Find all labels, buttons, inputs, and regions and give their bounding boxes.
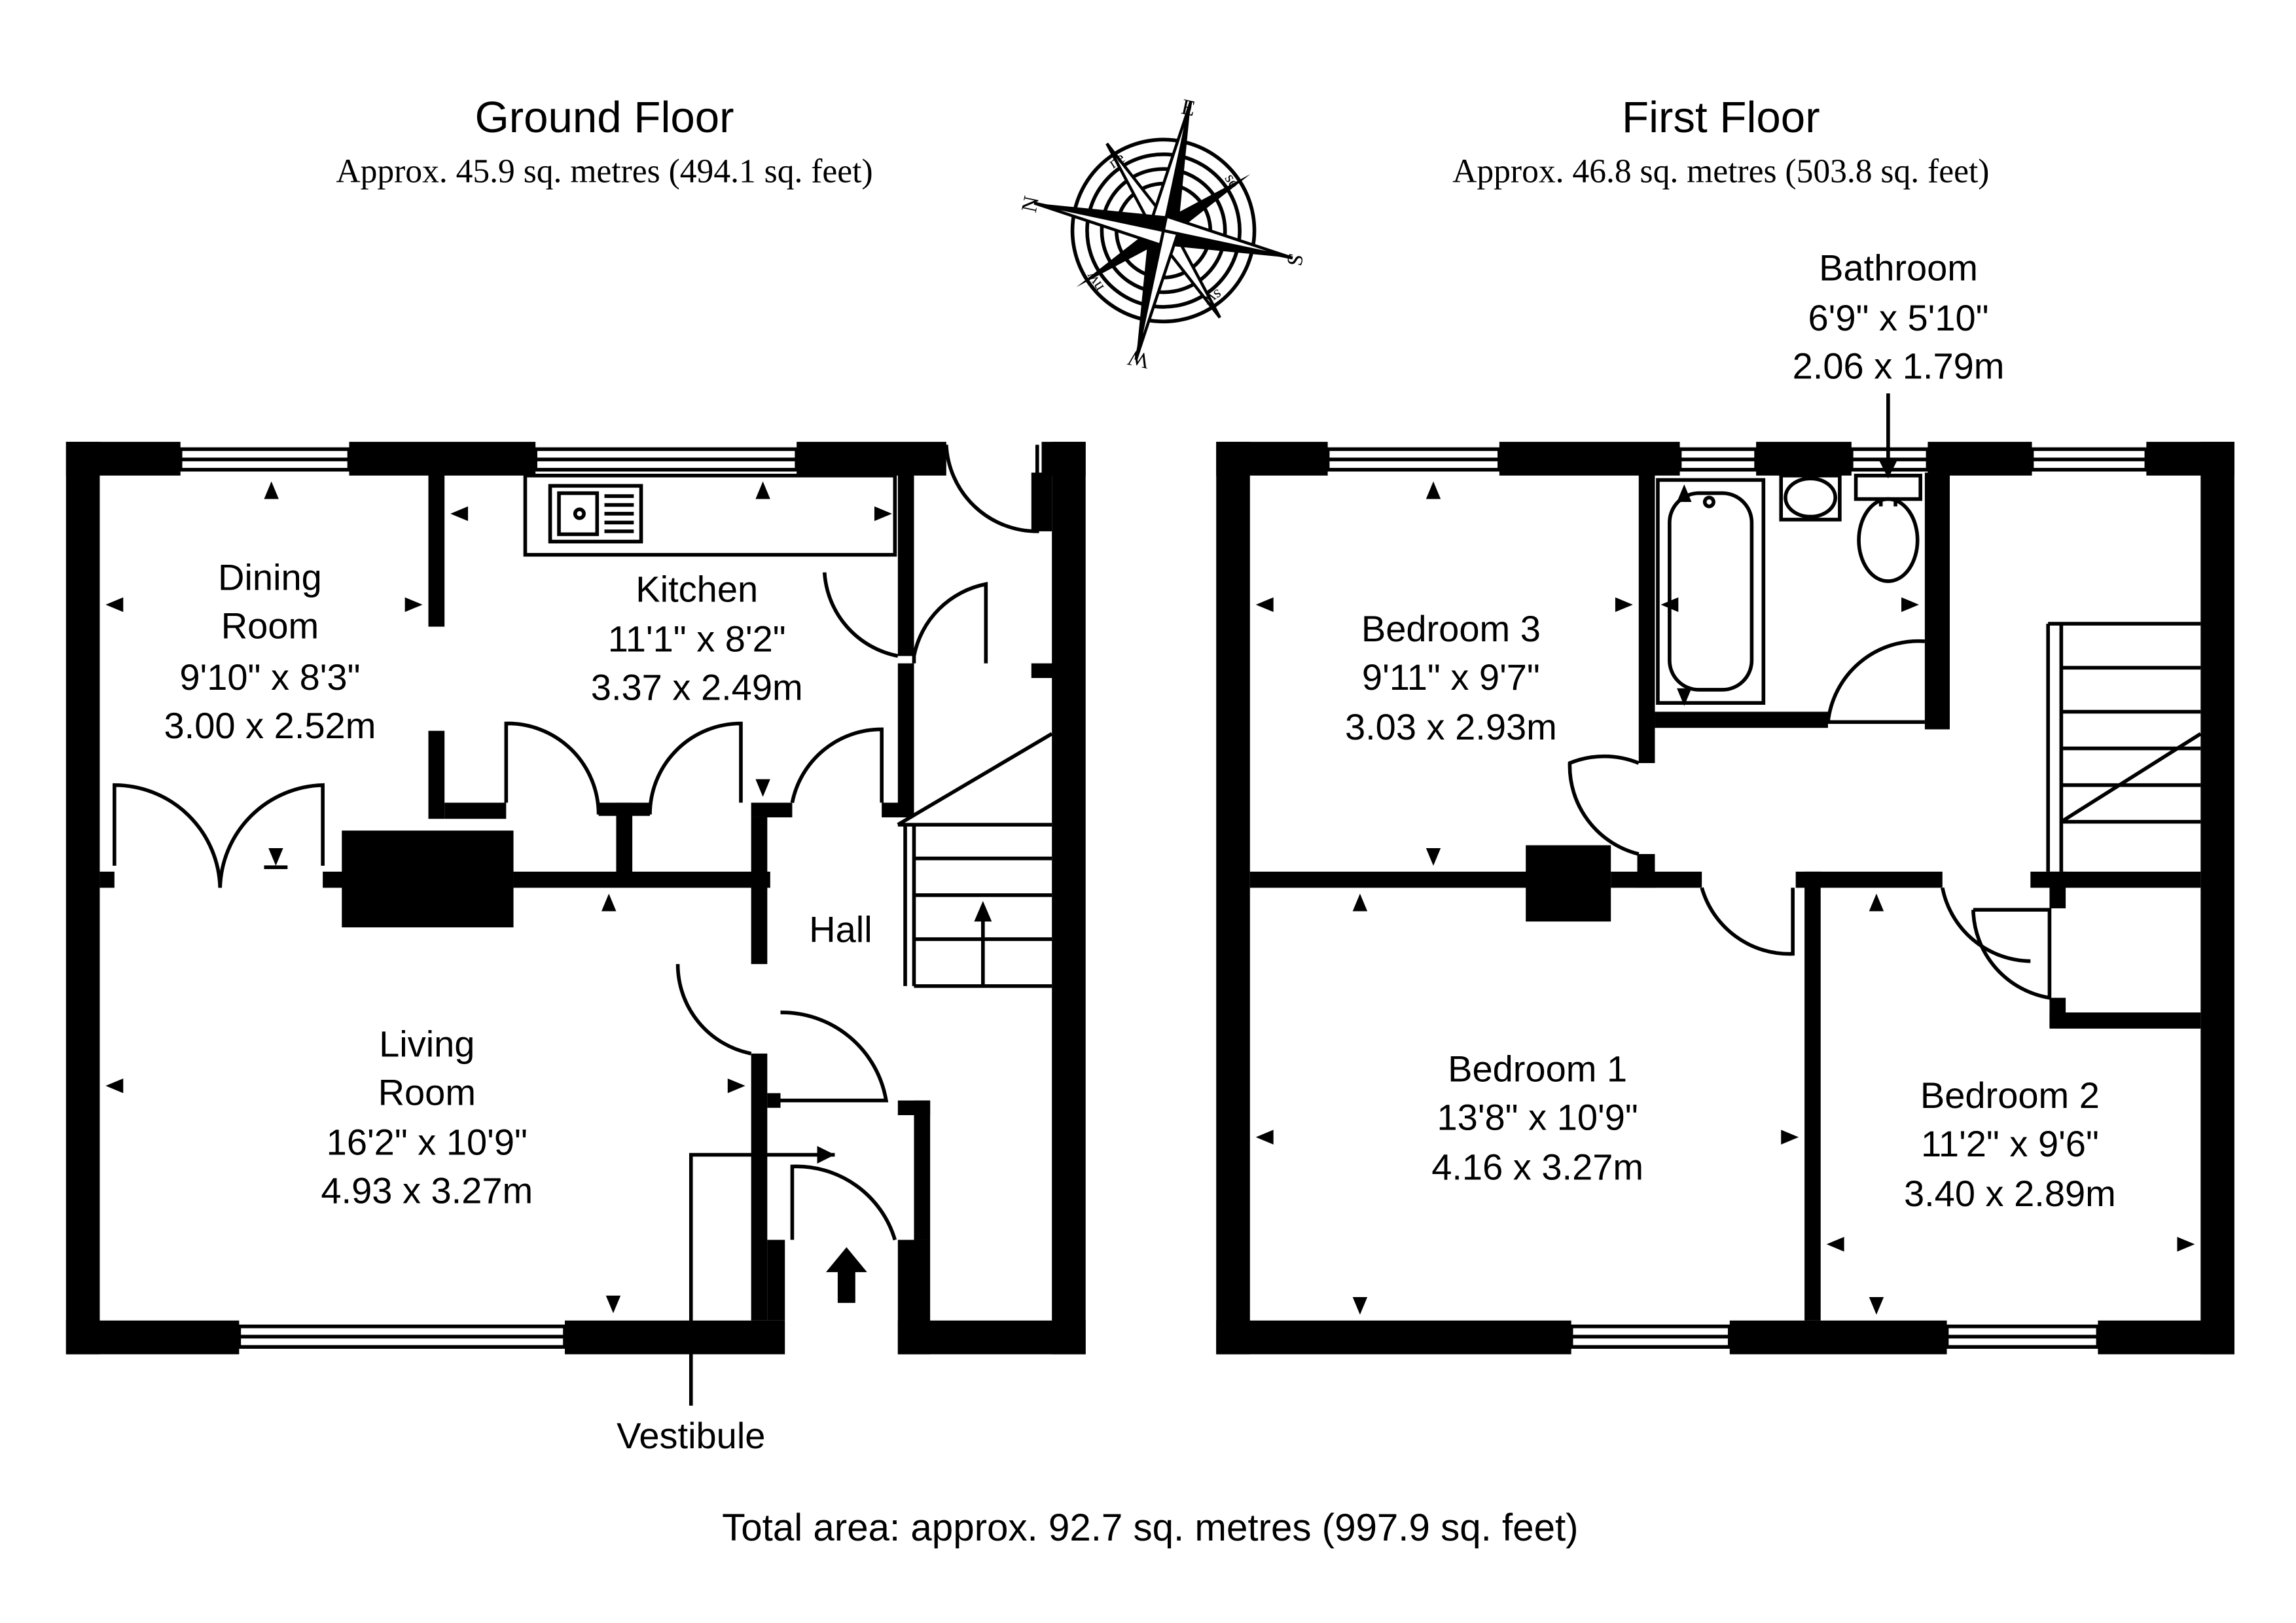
compass-east-label: E bbox=[1179, 95, 1198, 121]
living-room-label-line1: Living bbox=[379, 1023, 475, 1064]
first-floor-plan: Bathroom 6'9" x 5'10" 2.06 x 1.79m Bedro… bbox=[1216, 247, 2234, 1355]
bathroom-imperial: 6'9" x 5'10" bbox=[1808, 297, 1989, 338]
kitchen-metric: 3.37 x 2.49m bbox=[591, 667, 803, 708]
total-area: Total area: approx. 92.7 sq. metres (997… bbox=[722, 1507, 1578, 1549]
compass-labels: E S W N ne se sw nw bbox=[1017, 95, 1308, 373]
bedroom1-label: Bedroom 1 bbox=[1448, 1048, 1627, 1089]
first-dimension-markers bbox=[1255, 481, 2195, 1315]
living-room-metric: 4.93 x 3.27m bbox=[321, 1169, 533, 1211]
bathroom-label: Bathroom bbox=[1819, 247, 1978, 289]
living-room-label-line2: Room bbox=[378, 1071, 476, 1113]
hall-label: Hall bbox=[809, 908, 872, 950]
compass-rose bbox=[1033, 101, 1293, 361]
ground-dimension-markers bbox=[105, 481, 892, 1313]
bedroom2-metric: 3.40 x 2.89m bbox=[1904, 1173, 2116, 1214]
bathroom-metric: 2.06 x 1.79m bbox=[1793, 346, 2005, 387]
ground-floor-plan: Dining Room 9'10" x 8'3" 3.00 x 2.52m Ki… bbox=[65, 442, 1086, 1456]
kitchen-imperial: 11'1" x 8'2" bbox=[608, 618, 786, 660]
bedroom2-imperial: 11'2" x 9'6" bbox=[1921, 1123, 2099, 1164]
bedroom3-metric: 3.03 x 2.93m bbox=[1345, 706, 1557, 747]
bedroom3-label: Bedroom 3 bbox=[1361, 608, 1541, 649]
ground-floor-area: Approx. 45.9 sq. metres (494.1 sq. feet) bbox=[336, 152, 872, 190]
dining-room-label-line1: Dining bbox=[218, 557, 322, 598]
dining-room-label-line2: Room bbox=[221, 605, 319, 646]
ground-floor-title: Ground Floor bbox=[475, 93, 734, 142]
compass-south-label: S bbox=[1282, 251, 1308, 268]
first-floor-area: Approx. 46.8 sq. metres (503.8 sq. feet) bbox=[1452, 152, 1989, 190]
first-floor-title: First Floor bbox=[1622, 93, 1820, 142]
vestibule-label: Vestibule bbox=[617, 1415, 765, 1456]
bedroom1-imperial: 13'8" x 10'9" bbox=[1437, 1096, 1638, 1137]
compass-north-label: N bbox=[1017, 194, 1044, 214]
bedroom1-metric: 4.16 x 3.27m bbox=[1431, 1147, 1643, 1188]
bedroom3-imperial: 9'11" x 9'7" bbox=[1362, 656, 1540, 698]
kitchen-label: Kitchen bbox=[636, 568, 758, 609]
living-room-imperial: 16'2" x 10'9" bbox=[327, 1122, 528, 1163]
dining-room-metric: 3.00 x 2.52m bbox=[164, 705, 376, 746]
dining-room-imperial: 9'10" x 8'3" bbox=[179, 656, 360, 698]
compass-west-label: W bbox=[1126, 345, 1151, 373]
bedroom2-label: Bedroom 2 bbox=[1920, 1075, 2100, 1116]
